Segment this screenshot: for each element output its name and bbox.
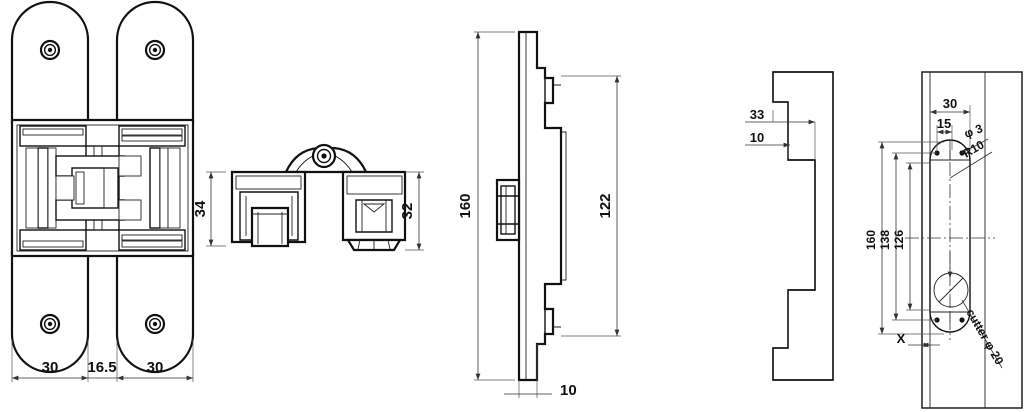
dimension-160-group: 160	[457, 31, 515, 381]
dimension-34: 34	[192, 200, 209, 217]
dimension-33-group: 33	[745, 107, 816, 160]
dimension-122: 122	[597, 193, 614, 218]
dimension-126: 126	[892, 230, 906, 250]
dimension-10-door: 10	[750, 130, 764, 145]
dimension-15-group: 15	[936, 116, 953, 150]
left-leaf	[10, 0, 90, 374]
screw-hole-bottom-right	[144, 313, 166, 335]
dimension-x: X	[897, 331, 906, 346]
section-body-right	[341, 170, 407, 252]
dimension-16-5: 16.5	[87, 359, 116, 376]
dimension-160-side: 160	[457, 193, 474, 218]
pivot-knuckle	[284, 143, 368, 174]
side-view: 160 122 10	[457, 30, 621, 399]
dimension-10-side-group: 10	[504, 344, 577, 399]
screw-hole-top-right	[144, 39, 166, 61]
door-leaf-hatched	[772, 71, 834, 381]
dimension-160-mortise-group: 160	[864, 141, 944, 335]
dimension-10-door-group: 10	[745, 130, 790, 158]
cutter-circle	[933, 252, 969, 308]
dimension-15: 15	[937, 116, 951, 131]
dimension-32: 32	[399, 203, 416, 220]
right-leaf	[115, 0, 195, 374]
dimension-33: 33	[750, 107, 764, 122]
link-arm-right	[149, 147, 181, 229]
dimension-138-group: 138	[878, 152, 937, 321]
side-profile-outline	[517, 30, 567, 382]
dimension-138: 138	[878, 230, 892, 250]
section-body-left	[230, 170, 307, 248]
screw-hole-bottom-left	[39, 313, 61, 335]
dimension-30-mortise: 30	[943, 96, 957, 111]
section-view: 34 32	[192, 143, 424, 252]
dimension-122-group: 122	[561, 75, 621, 337]
pilot-holes	[934, 150, 965, 323]
dimension-30-left: 30	[42, 359, 59, 376]
dimension-30-mortise-group: 30	[929, 96, 971, 150]
dimension-30-right: 30	[147, 359, 164, 376]
link-arm-left	[25, 147, 57, 229]
dimension-34-group: 34	[192, 171, 226, 247]
dimension-32-group: 32	[399, 171, 424, 251]
dimension-10-side: 10	[560, 382, 577, 399]
phi-3-label: φ 3	[962, 121, 985, 141]
front-view-dimensions: 30 16.5 30	[11, 340, 194, 382]
screw-hole-top-left	[39, 39, 61, 61]
annotation-phi3: φ 3	[961, 121, 989, 154]
dimension-160-mortise: 160	[864, 230, 878, 250]
front-view: 30 16.5 30	[10, 0, 195, 382]
door-section-view: 33 10	[745, 71, 834, 381]
dimension-x-group: X	[897, 331, 940, 348]
side-knuckle-detail	[495, 178, 521, 242]
mortise-layout-view: 30 15 φ 3 R10 cutter φ 20 1	[864, 71, 1023, 409]
hinge-mechanism	[10, 118, 195, 258]
centre-link-block	[55, 145, 142, 231]
dimension-126-group: 126	[892, 162, 930, 311]
